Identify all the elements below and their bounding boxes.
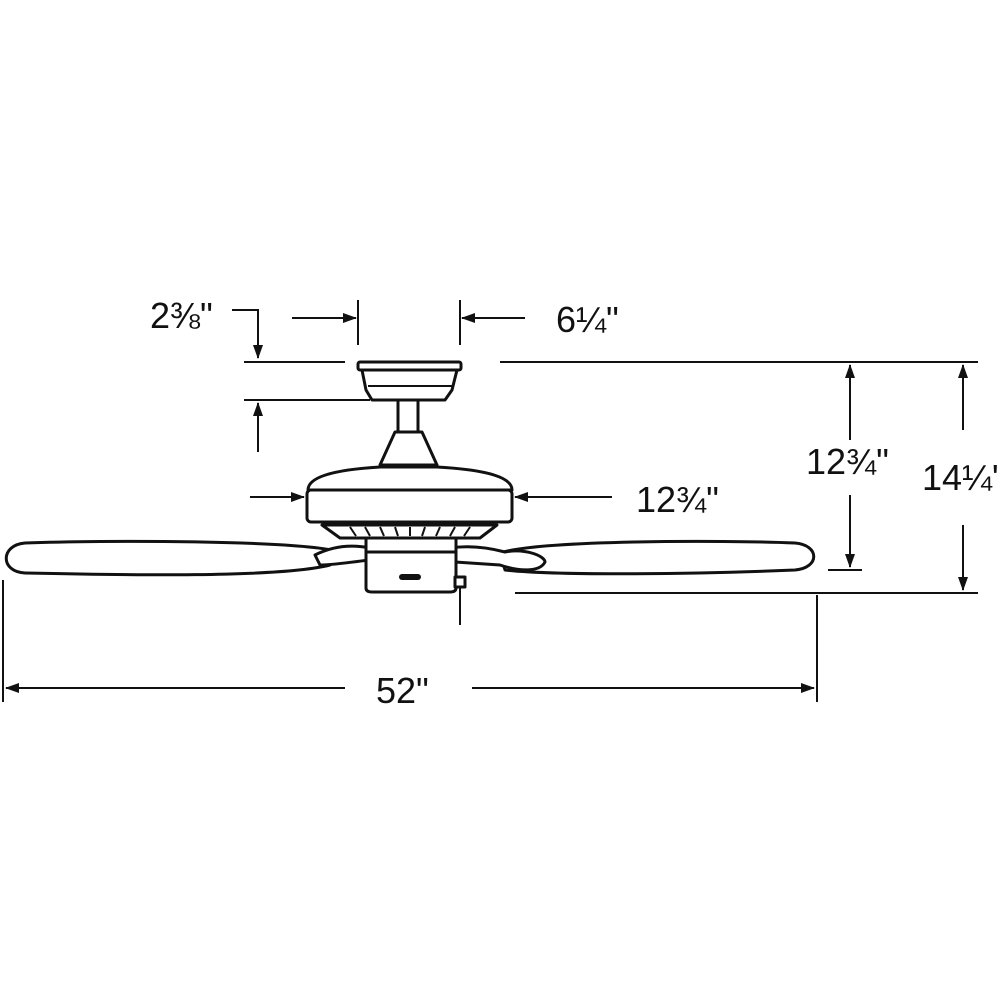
downrod <box>396 398 420 434</box>
ceiling-to-blade-label: 12¾" <box>806 441 889 482</box>
light-kit-plug <box>399 574 421 580</box>
canopy-width-label: 6¼" <box>556 299 619 340</box>
motor-housing-top <box>306 465 514 492</box>
canopy-height-label: 2⅜" <box>150 295 213 336</box>
blade-span-label: 52" <box>376 670 429 711</box>
overall-height-label: 14¼" <box>922 457 1000 498</box>
dimension-lines <box>2 300 978 702</box>
blade-left <box>4 539 342 577</box>
motor-collar <box>378 430 439 467</box>
switch-housing <box>364 550 458 594</box>
motor-housing-band <box>305 488 514 524</box>
fan-illustration <box>4 360 816 625</box>
blade-right-bracket <box>448 545 547 572</box>
switch-housing-ring <box>364 536 458 554</box>
blade-right <box>498 539 816 576</box>
vent-slots <box>349 526 471 537</box>
motor-width-label: 12¾" <box>636 479 719 520</box>
pull-chain-fob <box>453 575 467 589</box>
